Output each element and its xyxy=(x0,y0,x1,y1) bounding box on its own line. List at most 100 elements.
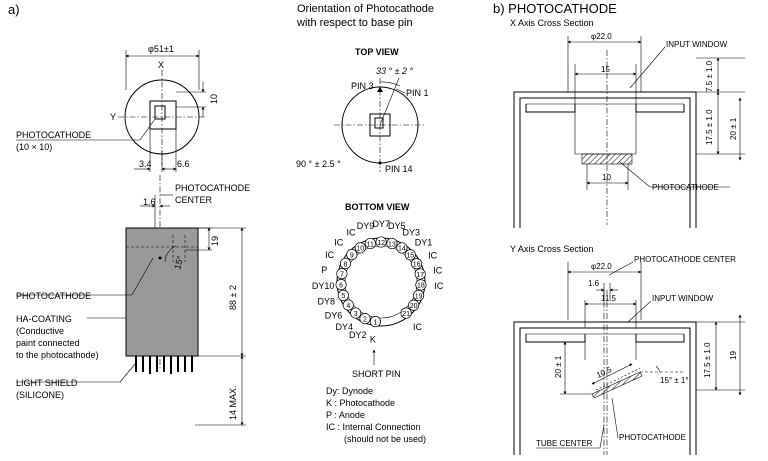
legend-ic-note: (should not be used) xyxy=(344,434,426,444)
pin-number-13: 13 xyxy=(388,241,396,248)
pin-number-5: 5 xyxy=(341,293,345,300)
pin-number-12: 12 xyxy=(377,240,385,247)
pin-number-11: 11 xyxy=(367,241,374,248)
x-dim-10: 10 xyxy=(602,173,611,182)
x-dim-20: 20 ± 1 xyxy=(729,117,738,140)
pin-label-12: DY7 xyxy=(372,219,390,229)
light-shield-1: LIGHT SHIELD xyxy=(16,378,78,388)
center-label-2: CENTER xyxy=(175,195,213,205)
pin-10 xyxy=(354,242,366,254)
angle-15: 15° xyxy=(172,254,185,270)
pin-21 xyxy=(400,307,412,319)
pin-19 xyxy=(413,289,425,302)
pin-14 xyxy=(396,242,408,254)
center-label-1: PHOTOCATHODE xyxy=(175,183,250,193)
ha-coating-4: to the photocathode) xyxy=(16,350,99,360)
pin-label-18: IC xyxy=(434,281,444,291)
y-tube-center: TUBE CENTER xyxy=(536,439,593,448)
orientation-title-1: Orientation of Photocathode xyxy=(297,3,434,15)
pin-label-17: IC xyxy=(433,265,443,275)
pin-label-4: DY6 xyxy=(325,310,343,320)
pin-label-5: DY8 xyxy=(318,296,336,306)
axis-y-label: Y xyxy=(110,112,116,122)
y-angle: 15° ± 1° xyxy=(660,376,689,385)
legend-dynode: Dy: Dynode xyxy=(326,386,373,396)
pin-number-1: 1 xyxy=(373,319,377,326)
center-offset-16: 1.6 xyxy=(143,197,156,207)
pin3-label: PIN 3 xyxy=(351,81,374,91)
y-axis-title: Y Axis Cross Section xyxy=(510,244,593,254)
ha-coating-3: paint connected xyxy=(16,338,80,348)
pin-number-2: 2 xyxy=(363,316,367,323)
pin-label-11: DY9 xyxy=(357,221,375,231)
pin-17 xyxy=(414,268,426,280)
pin-11 xyxy=(364,237,376,250)
pin-number-6: 6 xyxy=(339,282,343,289)
pin-2 xyxy=(359,313,371,325)
pin-7 xyxy=(336,268,348,280)
x-axis-title: X Axis Cross Section xyxy=(510,18,594,28)
base-pins xyxy=(135,356,193,374)
y-dim-115: 11.5 xyxy=(601,294,617,303)
bottom-view-title: BOTTOM VIEW xyxy=(345,202,410,212)
dim-pins: 14 MAX. xyxy=(228,385,238,420)
angle-90: 90 ° ± 2.5 ° xyxy=(296,159,341,169)
pin-label-2: DY2 xyxy=(349,330,367,340)
x-dim-15: 15 xyxy=(601,65,610,74)
legend-ic: IC : Internal Connection xyxy=(326,422,421,432)
tube-top-view: φ51±1 X Y 10 PHOTOCATHODE (10 × 10) 3.4 … xyxy=(16,44,219,172)
pin-5 xyxy=(337,289,349,301)
pin-label-8: IC xyxy=(325,250,335,260)
section-b: b) PHOTOCATHODE X Axis Cross Section φ22… xyxy=(493,1,745,455)
pin-label-14: DY3 xyxy=(403,228,421,238)
y-center: PHOTOCATHODE CENTER xyxy=(634,255,736,264)
ha-coating-2: (Conductive xyxy=(16,326,64,336)
pin-number-15: 15 xyxy=(406,253,414,260)
pin-20 xyxy=(408,299,420,311)
y-input-window: INPUT WINDOW xyxy=(652,294,714,303)
pin-labels: KDY2DY4DY6DY8DY10PICICICDY9DY7DY5DY3DY1I… xyxy=(312,219,444,344)
pin-8 xyxy=(339,257,352,270)
tube-body xyxy=(125,227,199,357)
section-a: a) φ51±1 X Y 10 PHOTOCATHODE (10 × 10) xyxy=(8,2,250,426)
legend-anode: P : Anode xyxy=(326,410,365,420)
x-diameter: φ22.0 xyxy=(591,32,612,41)
pin-13 xyxy=(386,237,398,250)
pin-label-3: DY4 xyxy=(336,322,354,332)
pin-number-9: 9 xyxy=(350,252,354,259)
dim-right-66: 6.6 xyxy=(177,159,190,169)
x-dim-175: 17.5 ± 1.0 xyxy=(705,109,714,145)
pin-number-21: 21 xyxy=(402,311,410,318)
pin-label-15: DY1 xyxy=(415,238,433,248)
pin-number-20: 20 xyxy=(410,303,418,310)
angle-33: 33 ° ± 2 ° xyxy=(376,66,414,76)
legend-photocathode: K : Photocathode xyxy=(326,398,395,408)
top-view-title: TOP VIEW xyxy=(355,47,399,57)
pin-number-4: 4 xyxy=(346,303,350,310)
pin-label-16: IC xyxy=(428,251,438,261)
y-axis-section: Y Axis Cross Section φ22.0 PHOTOCATHODE … xyxy=(510,244,745,455)
dim-diameter: φ51±1 xyxy=(148,44,174,54)
photocathode-label: PHOTOCATHODE xyxy=(16,130,91,140)
pin-number-18: 18 xyxy=(417,283,425,290)
pin-number-16: 16 xyxy=(413,262,421,269)
pin-12 xyxy=(375,236,387,248)
pin-15 xyxy=(404,249,416,261)
pin-label-10: IC xyxy=(347,227,357,237)
dim-window-10: 10 xyxy=(209,94,219,104)
orientation-section: Orientation of Photocathode with respect… xyxy=(296,3,444,444)
side-photocathode-label: PHOTOCATHODE xyxy=(16,291,91,301)
dim-left-34: 3.4 xyxy=(139,159,152,169)
section-a-label: a) xyxy=(8,2,20,17)
axis-x-label: X xyxy=(158,60,164,70)
x-dim-75: 7.5 ± 1.0 xyxy=(705,60,714,92)
pin-9 xyxy=(346,249,358,261)
pin-number-7: 7 xyxy=(340,272,344,279)
orientation-title-2: with respect to base pin xyxy=(296,17,413,29)
y-diameter: φ22.0 xyxy=(591,262,612,271)
photocathode-size: (10 × 10) xyxy=(16,142,52,152)
x-photocathode: PHOTOCATHODE xyxy=(652,183,719,192)
pin14-label: PIN 14 xyxy=(385,164,413,174)
